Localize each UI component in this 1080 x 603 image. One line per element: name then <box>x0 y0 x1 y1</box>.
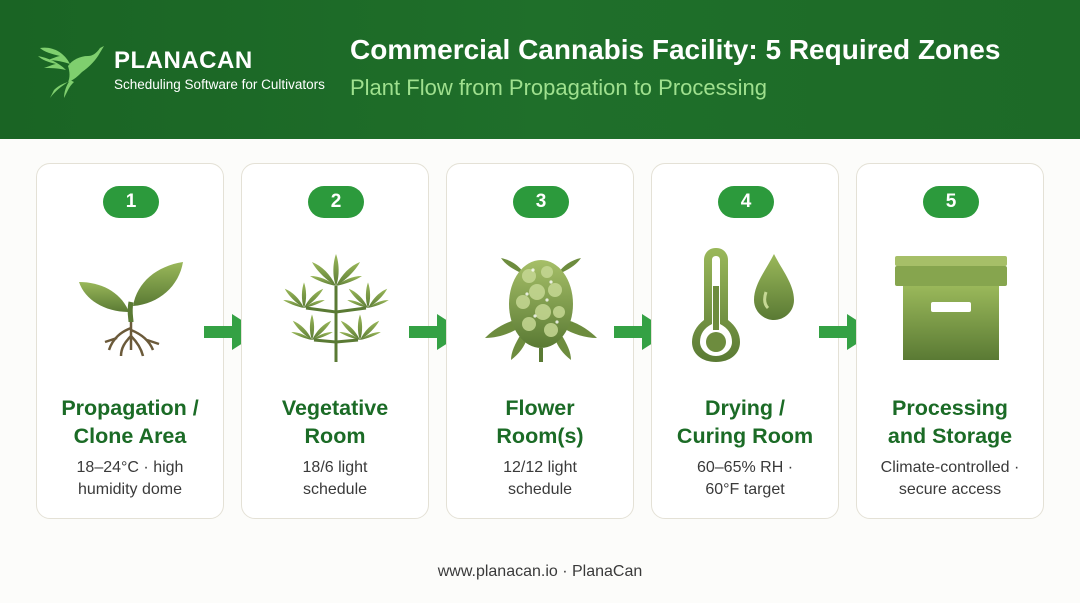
cannabis-plant-icon <box>283 254 389 362</box>
zone-number-badge: 5 <box>923 186 979 218</box>
zone-number-badge: 3 <box>513 186 569 218</box>
thermometer-droplet-icon <box>692 248 794 362</box>
zone-number-badge: 4 <box>718 186 774 218</box>
zone-title: Propagation /Clone Area <box>61 396 199 448</box>
zone-card-propagation: 1 Propagation /Clone Area 18–24°C · high… <box>36 163 224 519</box>
zone-title: Drying /Curing Room <box>676 396 814 448</box>
page-title: Commercial Cannabis Facility: 5 Required… <box>350 34 1001 65</box>
page-subtitle: Plant Flow from Propagation to Processin… <box>350 75 767 100</box>
hummingbird-icon <box>38 46 104 98</box>
brand-name: PLANACAN <box>114 47 253 74</box>
brand-tagline: Scheduling Software for Cultivators <box>114 77 325 92</box>
zone-card-drying: 4 Drying /Curing Room 60–65% RH ·60°F ta… <box>651 163 839 519</box>
zone-description: 60–65% RH ·60°F target <box>696 459 794 498</box>
footer-credit: www.planacan.io · PlanaCan <box>437 563 643 580</box>
zone-number-badge: 2 <box>308 186 364 218</box>
seedling-icon <box>79 262 183 357</box>
zone-number-badge: 1 <box>103 186 159 218</box>
storage-box-icon <box>895 256 1007 360</box>
header-banner: PLANACAN Scheduling Software for Cultiva… <box>0 0 1080 139</box>
cannabis-bud-icon <box>485 258 597 362</box>
zone-description: Climate-controlled ·secure access <box>880 459 1020 498</box>
